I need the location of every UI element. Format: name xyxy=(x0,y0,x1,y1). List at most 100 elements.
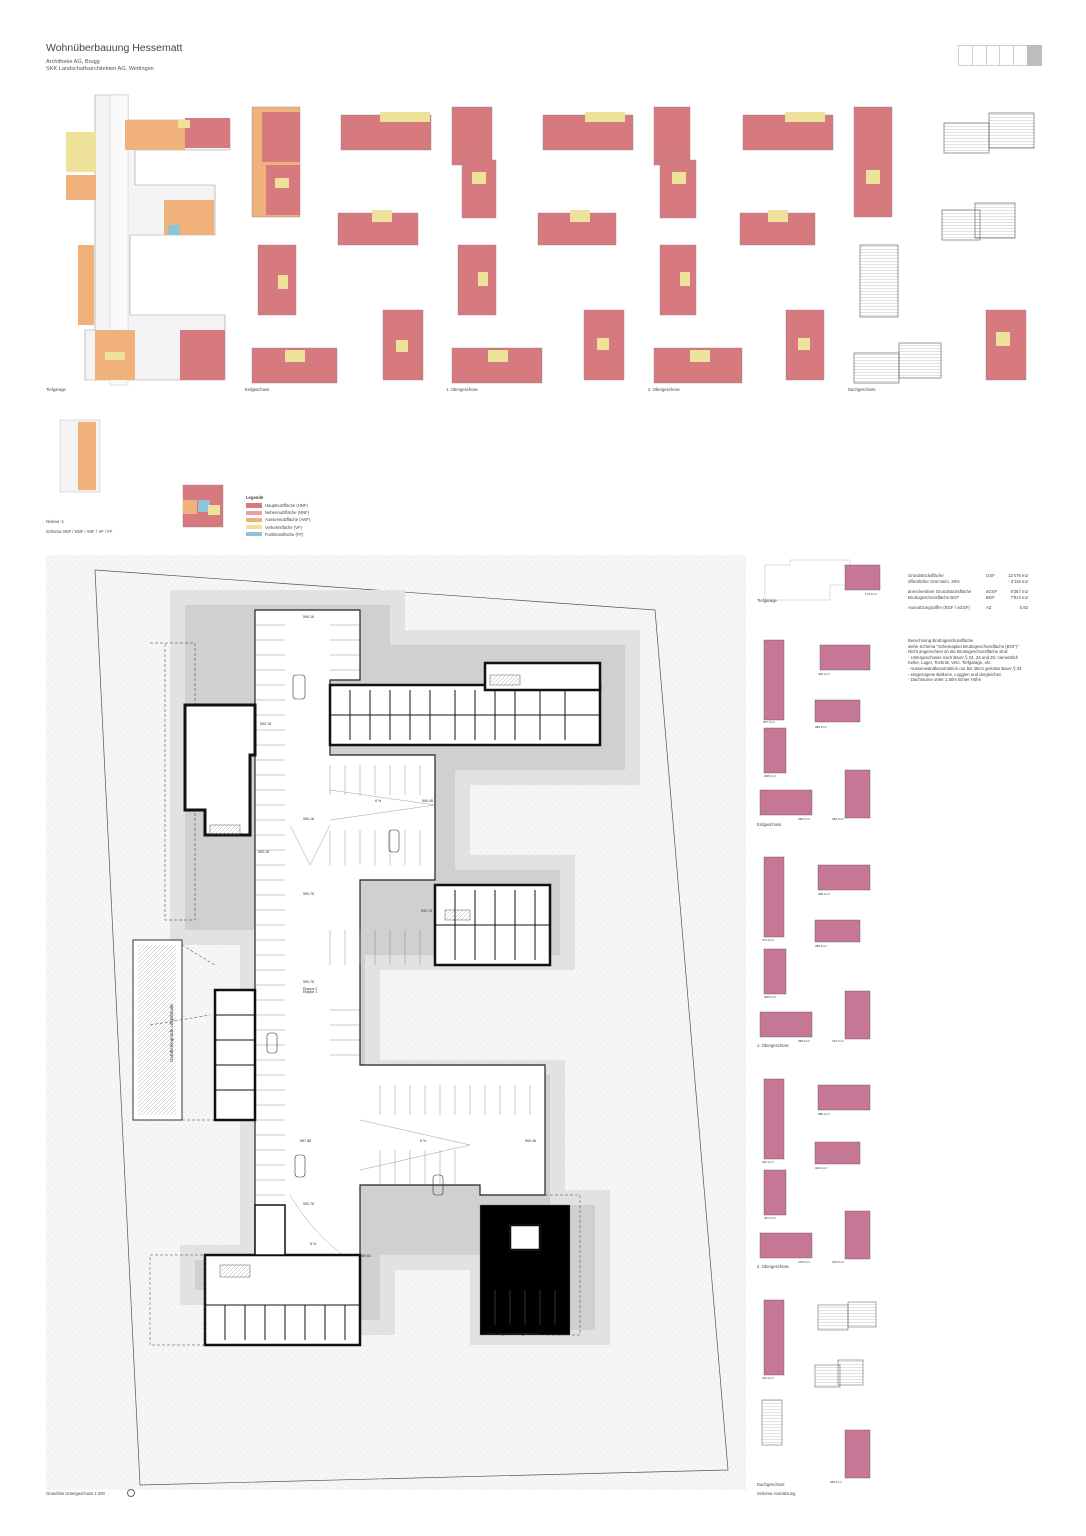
area-eg-a: 347.0 m² xyxy=(763,720,775,724)
calc-row-green: öffentlicher Grün'anm. 25% - 3'119 m2 xyxy=(908,579,1028,585)
legend-swatch xyxy=(246,532,262,537)
elevation-lane-2: 590.18 xyxy=(303,817,314,821)
area-eg-b: 468.0 m² xyxy=(818,672,830,676)
elevation-south-b: 589.63 xyxy=(360,1254,371,1258)
area-og2-e: 278.0 m² xyxy=(798,1260,810,1264)
og2-plans xyxy=(653,106,834,384)
og1-plans xyxy=(451,106,634,384)
area-og1-b: 468.0 m² xyxy=(818,892,830,896)
north-arrow-icon xyxy=(127,1489,135,1497)
note-line: Nicht angerechnet an die Bruttogeschossf… xyxy=(908,649,1009,655)
calc-label: öffentlicher Grün'anm. 25% xyxy=(908,579,960,584)
calc-key xyxy=(986,579,1002,585)
legend-swatch xyxy=(246,510,262,515)
calc-key: aGSF xyxy=(986,589,998,594)
plan-annotations: 590.18 590.18 6 % 590.48 590.18 590.18 5… xyxy=(258,615,539,1336)
legend-label: Hauptnutzfläche (HNF) xyxy=(265,503,308,508)
tiefgarage-plan xyxy=(66,94,231,386)
schema-dachgeschoss xyxy=(761,1299,877,1479)
calc-row-az: Ausnützungsziffer (BGF / aGSF) AZ 0.83 xyxy=(908,605,1028,611)
area-og2-b: 388.0 m² xyxy=(818,1112,830,1116)
niveau-plan-fill xyxy=(78,422,96,490)
car-symbols xyxy=(266,674,444,1196)
legend-title: Legende xyxy=(246,495,264,500)
ramp-slope-c: 6 % xyxy=(310,1242,317,1246)
legend-item-ff: Funktionsfläche (FF) xyxy=(246,532,310,537)
site-boundary xyxy=(94,569,729,1486)
calc-row-agsf: anrechenbare Grundstücksfläche aGSF 9'35… xyxy=(908,589,1028,595)
page-title: Wohnüberbauung Hessematt xyxy=(46,42,183,54)
legend-label: Verkehrsfläche (VF) xyxy=(265,524,303,530)
calc-label: Bruttogeschossfläche BGF xyxy=(908,595,960,600)
area-og2-f: 278.0 m² xyxy=(832,1260,844,1264)
elevation-bottom-left: 587.88 xyxy=(300,1139,311,1143)
garage-footprint xyxy=(254,609,546,1281)
area-og1-f: 372.0 m² xyxy=(832,1039,844,1043)
area-og2-a: 332.0 m² xyxy=(762,1160,774,1164)
note-line: - Dachräume unter 1.50m lichter Höhe xyxy=(908,677,982,683)
calc-key: BGF xyxy=(986,595,995,600)
ramp-building: Darüberliegende Liftgebäude xyxy=(132,642,216,1121)
calc-label: anrechenbare Grundstücksfläche xyxy=(908,589,972,594)
area-og2-d: 297.0 m² xyxy=(764,1216,776,1220)
label-og1: 1. Obergeschoss xyxy=(446,387,478,392)
sheet-tab-6-active[interactable] xyxy=(1026,45,1042,66)
calc-row-bgf: Bruttogeschossfläche BGF BGF 7'813 m2 xyxy=(908,595,1028,601)
erdgeschoss-plans xyxy=(251,106,432,384)
elevation-west-stair: 590.18 xyxy=(260,722,271,726)
area-eg-f: 382.0 m² xyxy=(832,817,844,821)
calc-key: GSF xyxy=(986,573,995,578)
schema-og1 xyxy=(759,856,871,1040)
calc-value: 12'476 m2 xyxy=(1008,573,1028,578)
calc-key: AZ xyxy=(986,605,992,610)
elevation-top-lane: 590.18 xyxy=(303,615,314,619)
label-schema: Schema HNF / NNF / ANF / VF / FF xyxy=(46,529,113,534)
schema-label-og2: 2. Obergeschoss xyxy=(757,1264,789,1269)
dachgeschoss-plans xyxy=(853,106,1035,384)
bgf-schema-plans: 175.0 m² 347.0 m² 468.0 m² 389.0 m² 298.… xyxy=(759,559,881,1484)
schema-tiefgarage xyxy=(764,559,881,601)
area-eg-d: 298.0 m² xyxy=(764,774,776,778)
area-dg-b: 283.0 m² xyxy=(830,1480,842,1484)
area-og1-c: 389.0 m² xyxy=(815,944,827,948)
schema-label-erdgeschoss: Erdgeschoss xyxy=(757,822,782,827)
elevation-bottom-right: 590.48 xyxy=(525,1139,536,1143)
label-tiefgarage: Tiefgarage xyxy=(46,387,66,392)
elevation-lane-3: 590.78 xyxy=(303,892,314,896)
cellar-label: Darüberliegende Kellergeschosse xyxy=(485,1332,539,1336)
legend-item-anf: Aussennutzfläche (ANF) xyxy=(246,517,310,522)
landscape-credit: SKK Landschaftsarchitekten AG, Wettingen xyxy=(46,66,154,72)
legend-swatch xyxy=(246,517,262,522)
note-line: siehe Schema "Schemaplan Bruttogeschossf… xyxy=(908,643,1019,649)
calc-label: Ausnützungsziffer (BGF / aGSF) xyxy=(908,605,970,610)
architect-credit: Architheke AG, Brugg xyxy=(46,59,100,65)
sheet-tabs xyxy=(958,45,1042,66)
area-og1-d: 298.0 m² xyxy=(764,995,776,999)
elevation-west-lower: 590.18 xyxy=(258,850,269,854)
calc-value: - 3'119 m2 xyxy=(1008,579,1028,584)
calc-row-gsf: Grundstücksfläche GSF 12'476 m2 xyxy=(908,573,1028,579)
schema-label-ausnutzung: Schema Ausnützung xyxy=(757,1491,796,1496)
schema-og2 xyxy=(759,1078,871,1260)
ramp-slope-b: 6 % xyxy=(420,1139,427,1143)
parking-stalls xyxy=(255,624,571,1336)
area-og2-c: 322.0 m² xyxy=(815,1166,827,1170)
note-line: Berechnung Bruttogeschossfläche xyxy=(908,638,974,643)
area-eg-e: 298.0 m² xyxy=(798,817,810,821)
elevation-lane-4: 590.78 xyxy=(303,980,314,984)
area-schema xyxy=(182,484,224,528)
ramp-slope-a: 6 % xyxy=(375,799,382,803)
calculation-table: Grundstücksfläche GSF 12'476 m2 öffentli… xyxy=(908,573,1028,611)
elevation-mid-right: 590.48 xyxy=(422,799,433,803)
note-line: - eingezogene Balkone, Loggien und dergl… xyxy=(908,671,1002,677)
room-walls xyxy=(205,690,600,1340)
legend-swatch xyxy=(246,524,262,530)
area-og1-a: 374.0 m² xyxy=(762,938,774,942)
note-line: - Aussenwandkonstruktion nur bis 35cm ge… xyxy=(908,665,1022,671)
label-erdgeschoss: Erdgeschoss xyxy=(245,387,270,392)
ramp-label: Darüberliegende Liftgebäude xyxy=(169,1003,174,1062)
schema-label-og1: 1. Obergeschoss xyxy=(757,1043,789,1048)
label-niveau: Niveau -1 xyxy=(46,519,64,524)
schema-area-labels: 175.0 m² 347.0 m² 468.0 m² 389.0 m² 298.… xyxy=(762,592,877,1484)
label-dachgeschoss: Dachgeschoss xyxy=(848,387,876,392)
